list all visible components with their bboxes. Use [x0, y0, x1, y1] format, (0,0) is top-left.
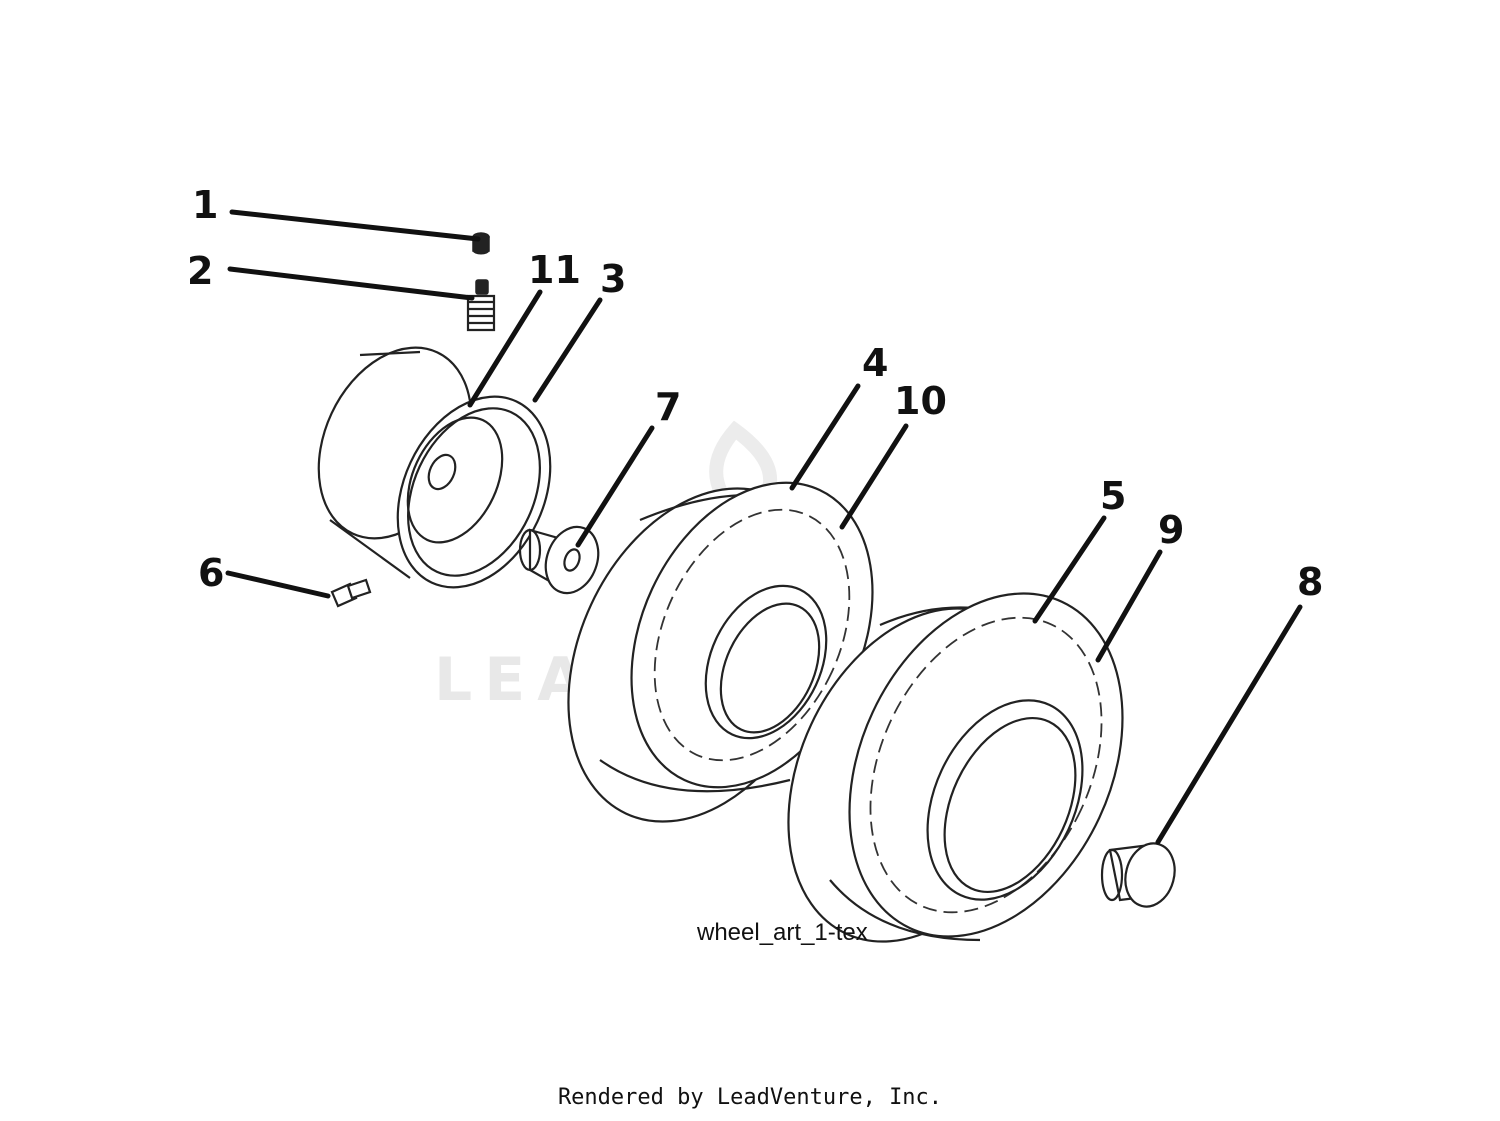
- callout-2: 2: [187, 249, 213, 293]
- callout-1: 1: [192, 183, 218, 227]
- callout-7: 7: [655, 385, 681, 429]
- callout-9: 9: [1158, 508, 1184, 552]
- hub-cap-icon: [1100, 842, 1176, 908]
- leader-4: [789, 383, 861, 491]
- callout-8: 8: [1297, 560, 1323, 604]
- diagram-id-label: wheel_art_1-tex: [696, 919, 868, 946]
- leader-7: [575, 425, 655, 548]
- footer-credit: Rendered by LeadVenture, Inc.: [558, 1085, 942, 1110]
- callout-10: 10: [894, 379, 947, 423]
- rear-tire-icon: [787, 592, 1124, 943]
- leader-11: [467, 289, 543, 408]
- leader-10: [839, 423, 909, 530]
- callout-11: 11: [528, 248, 581, 292]
- grease-fitting-icon: [330, 578, 372, 608]
- valve-stem-icon: [466, 279, 496, 332]
- leader-8: [1155, 604, 1303, 845]
- callout-5: 5: [1100, 474, 1126, 518]
- leader-5: [1032, 515, 1107, 624]
- leader-6: [225, 570, 331, 599]
- leader-9: [1095, 549, 1163, 663]
- cap-icon: [472, 232, 490, 255]
- bushing-icon: [518, 525, 600, 595]
- wheel-rim-icon: [317, 346, 552, 589]
- leader-lines: [225, 209, 1303, 845]
- front-tire-icon: [567, 481, 874, 823]
- leader-2: [227, 266, 475, 301]
- callout-3: 3: [600, 257, 626, 301]
- callout-numbers: 1 2 11 3 7 6 4 10 5 9 8: [187, 183, 1323, 604]
- callout-6: 6: [198, 551, 224, 595]
- callout-4: 4: [862, 341, 888, 385]
- leader-3: [532, 297, 603, 403]
- leader-1: [229, 209, 481, 242]
